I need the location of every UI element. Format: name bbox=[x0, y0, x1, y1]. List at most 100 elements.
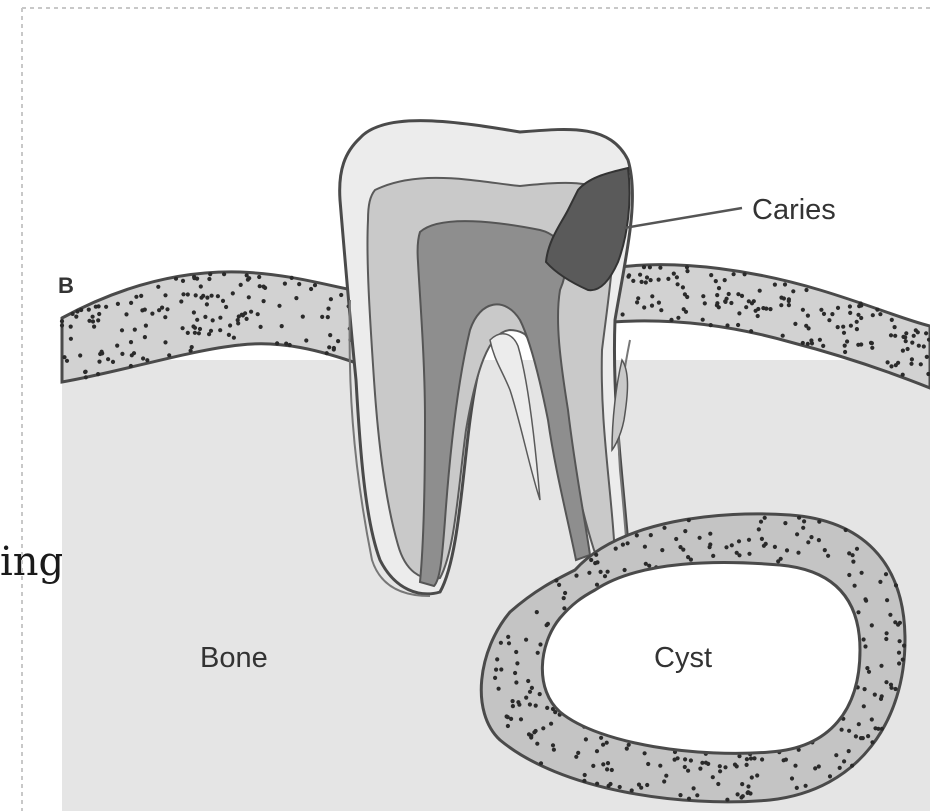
stipple-dot bbox=[662, 526, 666, 530]
stipple-dot bbox=[129, 340, 133, 344]
stipple-dot bbox=[730, 543, 734, 547]
stipple-dot bbox=[878, 312, 882, 316]
stipple-dot bbox=[606, 570, 610, 574]
stipple-dot bbox=[507, 641, 511, 645]
stipple-dot bbox=[94, 305, 98, 309]
stipple-dot bbox=[809, 338, 813, 342]
stipple-dot bbox=[724, 545, 728, 549]
stipple-dot bbox=[732, 272, 736, 276]
stipple-dot bbox=[277, 304, 281, 308]
stipple-dot bbox=[754, 309, 758, 313]
stipple-dot bbox=[231, 291, 235, 295]
stipple-dot bbox=[795, 786, 799, 790]
stipple-dot bbox=[893, 325, 897, 329]
stipple-dot bbox=[804, 288, 808, 292]
stipple-dot bbox=[209, 329, 213, 333]
stipple-dot bbox=[658, 764, 662, 768]
stipple-dot bbox=[208, 272, 212, 276]
stipple-dot bbox=[595, 782, 599, 786]
stipple-dot bbox=[144, 324, 148, 328]
stipple-dot bbox=[163, 293, 167, 297]
stipple-dot bbox=[194, 293, 198, 297]
stipple-dot bbox=[84, 375, 88, 379]
stipple-dot bbox=[179, 299, 183, 303]
stipple-dot bbox=[275, 341, 279, 345]
stipple-dot bbox=[326, 315, 330, 319]
stipple-dot bbox=[304, 338, 308, 342]
stipple-dot bbox=[749, 329, 753, 333]
stipple-dot bbox=[793, 322, 797, 326]
stipple-dot bbox=[644, 562, 648, 566]
stipple-dot bbox=[698, 767, 702, 771]
stipple-dot bbox=[756, 314, 760, 318]
stipple-dot bbox=[819, 308, 823, 312]
stipple-dot bbox=[189, 349, 193, 353]
stipple-dot bbox=[764, 307, 768, 311]
stipple-dot bbox=[686, 769, 690, 773]
stipple-dot bbox=[894, 583, 898, 587]
stipple-dot bbox=[843, 350, 847, 354]
stipple-dot bbox=[499, 667, 503, 671]
stipple-dot bbox=[817, 538, 821, 542]
stipple-dot bbox=[802, 519, 806, 523]
stipple-dot bbox=[762, 544, 766, 548]
stipple-dot bbox=[660, 548, 664, 552]
stipple-dot bbox=[313, 283, 317, 287]
stipple-dot bbox=[623, 568, 627, 572]
stipple-dot bbox=[836, 306, 840, 310]
stipple-dot bbox=[889, 364, 893, 368]
stipple-dot bbox=[849, 324, 853, 328]
stipple-dot bbox=[736, 292, 740, 296]
stipple-dot bbox=[758, 289, 762, 293]
stipple-dot bbox=[809, 535, 813, 539]
stipple-dot bbox=[328, 333, 332, 337]
stipple-dot bbox=[62, 355, 66, 359]
stipple-dot bbox=[524, 638, 528, 642]
stipple-dot bbox=[156, 285, 160, 289]
stipple-dot bbox=[870, 623, 874, 627]
stipple-dot bbox=[859, 316, 863, 320]
stipple-dot bbox=[96, 318, 100, 322]
stipple-dot bbox=[228, 323, 232, 327]
stipple-dot bbox=[510, 699, 514, 703]
stipple-dot bbox=[787, 299, 791, 303]
stipple-dot bbox=[669, 318, 673, 322]
stipple-dot bbox=[139, 294, 143, 298]
stipple-dot bbox=[538, 642, 542, 646]
stipple-dot bbox=[717, 286, 721, 290]
stipple-dot bbox=[645, 783, 649, 787]
stipple-dot bbox=[104, 305, 108, 309]
stipple-dot bbox=[704, 761, 708, 765]
stipple-dot bbox=[262, 299, 266, 303]
stipple-dot bbox=[495, 657, 499, 661]
stipple-dot bbox=[576, 751, 580, 755]
stipple-dot bbox=[678, 793, 682, 797]
stipple-dot bbox=[336, 339, 340, 343]
stipple-dot bbox=[862, 637, 866, 641]
stipple-dot bbox=[143, 335, 147, 339]
stipple-dot bbox=[645, 275, 649, 279]
stipple-dot bbox=[737, 311, 741, 315]
stipple-dot bbox=[801, 341, 805, 345]
stipple-dot bbox=[828, 774, 832, 778]
stipple-dot bbox=[574, 574, 578, 578]
stipple-dot bbox=[549, 722, 553, 726]
stipple-dot bbox=[263, 286, 267, 290]
stipple-dot bbox=[638, 273, 642, 277]
stipple-dot bbox=[855, 327, 859, 331]
stipple-dot bbox=[763, 516, 767, 520]
stipple-dot bbox=[885, 598, 889, 602]
stipple-dot bbox=[326, 307, 330, 311]
stipple-dot bbox=[747, 299, 751, 303]
stipple-dot bbox=[618, 785, 622, 789]
stipple-dot bbox=[838, 766, 842, 770]
stipple-dot bbox=[132, 351, 136, 355]
stipple-dot bbox=[727, 292, 731, 296]
stipple-dot bbox=[685, 265, 689, 269]
stipple-dot bbox=[853, 584, 857, 588]
stipple-dot bbox=[199, 284, 203, 288]
stipple-dot bbox=[143, 308, 147, 312]
stipple-dot bbox=[134, 295, 138, 299]
stipple-dot bbox=[698, 536, 702, 540]
stipple-dot bbox=[133, 328, 137, 332]
